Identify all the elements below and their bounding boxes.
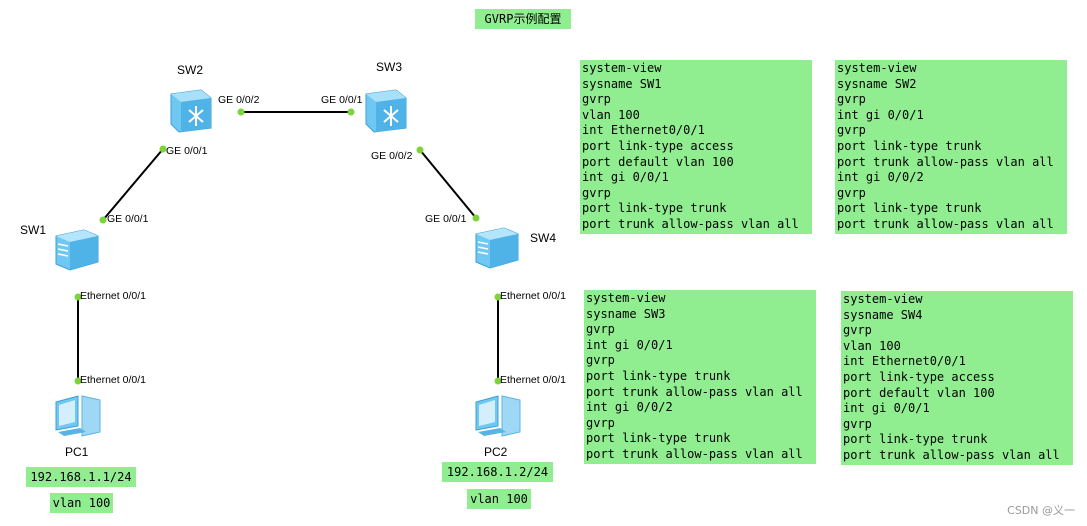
config-line: sysname SW3 — [586, 306, 666, 321]
sw2-switch-icon[interactable] — [167, 88, 213, 134]
config-line: port link-type trunk — [582, 201, 727, 216]
config-line: gvrp — [843, 416, 872, 431]
config-line: port link-type trunk — [843, 432, 988, 447]
port-dot — [494, 377, 502, 385]
pc1-ip-tag: 192.168.1.1/24 — [26, 467, 136, 487]
link-sw1-sw2 — [102, 148, 164, 221]
config-line: port default vlan 100 — [582, 154, 734, 169]
pc2-label: PC2 — [484, 445, 508, 459]
config-line: gvrp — [837, 92, 866, 107]
sw2-label: SW2 — [177, 63, 204, 77]
config-line: port trunk allow-pass vlan all — [843, 447, 1060, 462]
config-line: sysname SW2 — [837, 76, 917, 91]
config-line: int Ethernet0/0/1 — [582, 123, 705, 138]
config-line: port link-type access — [582, 138, 734, 153]
pc1-label: PC1 — [65, 445, 89, 459]
config-line: port link-type trunk — [586, 431, 731, 446]
port-label-sw3-ge001: GE 0/0/1 — [321, 94, 363, 106]
config-line: int gi 0/0/1 — [837, 107, 924, 122]
config-line: gvrp — [837, 123, 866, 138]
config-line: vlan 100 — [582, 107, 640, 122]
sw4-label: SW4 — [530, 231, 557, 245]
sw4-switch-icon[interactable] — [474, 226, 520, 270]
sw3-switch-icon[interactable] — [362, 88, 408, 134]
config-line: system-view — [586, 291, 666, 305]
config-line: gvrp — [582, 185, 611, 200]
port-dot — [347, 108, 355, 116]
config-line: system-view — [582, 61, 662, 75]
config-line: int gi 0/0/2 — [586, 400, 673, 415]
config-line: port link-type trunk — [837, 201, 982, 216]
config-line: port default vlan 100 — [843, 385, 995, 400]
port-dot — [99, 216, 107, 224]
config-line: port link-type access — [843, 369, 995, 384]
config-line: system-view — [843, 292, 923, 306]
config-line: port trunk allow-pass vlan all — [582, 216, 799, 231]
config-line: port link-type trunk — [586, 368, 731, 383]
pc2-vlan-tag: vlan 100 — [467, 489, 531, 509]
config-line: system-view — [837, 61, 917, 75]
pc1-computer-icon[interactable] — [52, 392, 104, 440]
config-line: sysname SW4 — [843, 307, 923, 322]
config-line: int gi 0/0/1 — [586, 337, 673, 352]
config-line: vlan 100 — [843, 338, 901, 353]
port-label-pc1-eth001: Ethernet 0/0/1 — [80, 374, 146, 386]
config-line: gvrp — [586, 353, 615, 368]
sw3-label: SW3 — [376, 60, 403, 74]
port-dot — [74, 377, 82, 385]
watermark: CSDN @义一 — [1007, 504, 1075, 517]
config-line: gvrp — [582, 92, 611, 107]
port-label-sw2-ge002: GE 0/0/2 — [218, 94, 260, 106]
link-sw3-sw4 — [419, 149, 477, 219]
config-line: gvrp — [837, 185, 866, 200]
config-line: port trunk allow-pass vlan all — [586, 384, 803, 399]
config-line: int gi 0/0/2 — [837, 170, 924, 185]
port-label-sw3-ge002: GE 0/0/2 — [371, 150, 413, 162]
config-line: port trunk allow-pass vlan all — [837, 216, 1054, 231]
port-label-sw2-ge001: GE 0/0/1 — [166, 145, 208, 157]
sw1-label: SW1 — [20, 223, 47, 237]
pc2-computer-icon[interactable] — [472, 392, 524, 440]
config-line: port link-type trunk — [837, 138, 982, 153]
config-line: port trunk allow-pass vlan all — [586, 446, 803, 461]
port-label-sw1-eth001: Ethernet 0/0/1 — [80, 290, 146, 302]
config-line: int Ethernet0/0/1 — [843, 354, 966, 369]
sw1-switch-icon[interactable] — [54, 228, 100, 272]
config-line: sysname SW1 — [582, 76, 662, 91]
port-label-sw4-eth001: Ethernet 0/0/1 — [500, 290, 566, 302]
port-label-pc2-eth001: Ethernet 0/0/1 — [500, 374, 566, 386]
config-line: int gi 0/0/1 — [582, 170, 669, 185]
pc2-ip-tag: 192.168.1.2/24 — [442, 462, 553, 482]
config-line: gvrp — [843, 323, 872, 338]
port-dot — [494, 293, 502, 301]
config-line: port trunk allow-pass vlan all — [837, 154, 1054, 169]
port-label-sw4-ge001: GE 0/0/1 — [425, 213, 467, 225]
port-dot — [159, 145, 167, 153]
port-dot — [416, 146, 424, 154]
port-dot — [237, 108, 245, 116]
config-line: gvrp — [586, 415, 615, 430]
port-dot — [74, 293, 82, 301]
port-label-sw1-ge001: GE 0/0/1 — [107, 213, 149, 225]
diagram-title: GVRP示例配置 — [475, 9, 571, 29]
pc1-vlan-tag: vlan 100 — [50, 493, 113, 513]
config-line: gvrp — [586, 322, 615, 337]
config-line: int gi 0/0/1 — [843, 401, 930, 416]
port-dot — [472, 214, 480, 222]
